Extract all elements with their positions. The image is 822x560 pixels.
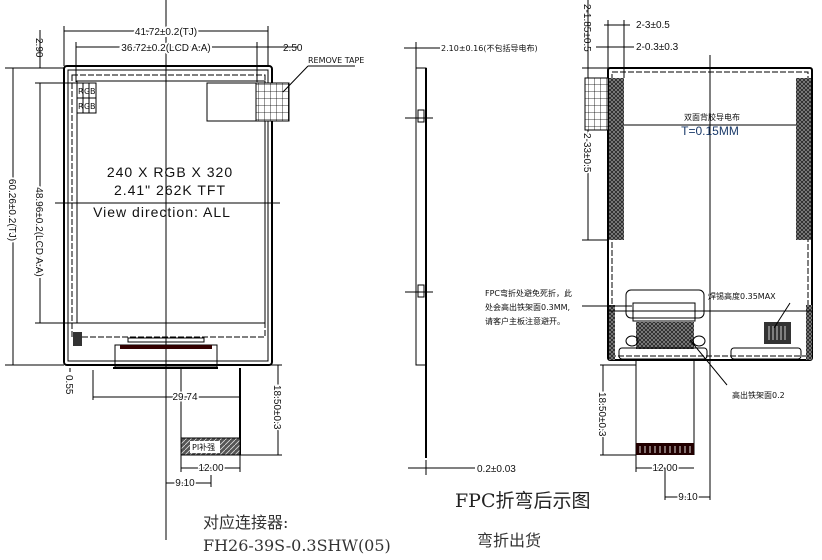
dim-fpc-length: 18.50±0.3	[271, 385, 282, 430]
conductive-cloth-right	[796, 78, 811, 240]
dim-height-aa: 48.96±0.2(LCD A.A)	[33, 187, 44, 276]
dim-fpc-width: 12.00	[198, 463, 223, 474]
dim-top2: 2-0.3±0.3	[636, 42, 679, 53]
dim-height-total: 60.26±0.2(TJ)	[6, 179, 17, 241]
dim-thickness: 2.10±0.16(不包括导电布)	[441, 43, 538, 53]
svg-text:G: G	[84, 87, 90, 96]
back-view: 双面背胶导电布 T=0.15MM 2-3±0.5 2-0.3±0.3 2-1.8…	[485, 0, 813, 505]
fpc-hatched-area	[636, 322, 694, 349]
fpc-note-line3: 请客户主板注意避开。	[485, 316, 565, 326]
svg-text:R: R	[78, 102, 84, 111]
stiffener-label: PI补强	[192, 442, 215, 452]
view-direction-text: View direction: ALL	[93, 204, 231, 220]
bend-shipping-caption: 弯折出货	[477, 531, 541, 550]
module-outline	[63, 65, 273, 366]
connector-label: 对应连接器:	[203, 513, 288, 532]
back-dim-fpc-length: 18.50±0.3	[596, 392, 607, 437]
dim-width-aa: 36.72±0.2(LCD A.A)	[121, 43, 210, 54]
connector-model: FH26-39S-0.3SHW(05)	[203, 536, 391, 555]
size-spec-text: 2.41" 262K TFT	[114, 182, 226, 198]
remove-tape-label: REMOVE TAPE	[308, 56, 364, 65]
dim-width-total: 41.72±0.2(TJ)	[135, 27, 197, 38]
dim-fpc-offset: 9.10	[175, 478, 195, 489]
dim-offset-top: 2.90	[33, 38, 44, 58]
svg-text:G: G	[84, 102, 90, 111]
front-view: R G B R G B REMOVE TAPE 240 X RGB X 320 …	[4, 0, 391, 555]
resolution-text: 240 X RGB X 320	[107, 164, 233, 180]
side-view: 2.10±0.16(不包括导电布) 0.2±0.03 FPC折弯后示图 弯折出货	[404, 42, 591, 550]
dim-left1: 2-1.85±0.5	[581, 4, 592, 52]
raise-note: 高出铁架面0.2	[732, 390, 785, 400]
cloth-label: 双面背胶导电布	[684, 112, 740, 122]
fpc-bend-caption: FPC折弯后示图	[455, 490, 591, 512]
dim-left2: 2-33±0.5	[581, 133, 592, 173]
dim-fpc-thickness: 0.2±0.03	[477, 464, 516, 475]
pixel-layout-icon: R G B R G B	[76, 82, 97, 114]
active-area	[76, 80, 266, 324]
dim-fpc-span: 29.74	[172, 392, 197, 403]
remove-tape	[255, 82, 290, 122]
svg-text:B: B	[90, 102, 96, 111]
solder-note: 焊锡高度0.35MAX	[708, 291, 776, 301]
dim-offset-right: 2.50	[283, 43, 303, 54]
svg-text:R: R	[78, 87, 84, 96]
fpc-note-line1: FPC弯折处避免死折，此	[485, 288, 572, 298]
cloth-thickness: T=0.15MM	[681, 124, 739, 138]
fpc-note-line2: 处会高出铁架面0.3MM,	[485, 302, 570, 312]
back-dim-fpc-offset: 9.10	[678, 492, 698, 503]
conductive-cloth-left	[609, 78, 624, 240]
dim-top1: 2-3±0.5	[636, 20, 670, 31]
svg-text:B: B	[90, 87, 96, 96]
dim-offset-bottom: 0.55	[63, 375, 74, 395]
